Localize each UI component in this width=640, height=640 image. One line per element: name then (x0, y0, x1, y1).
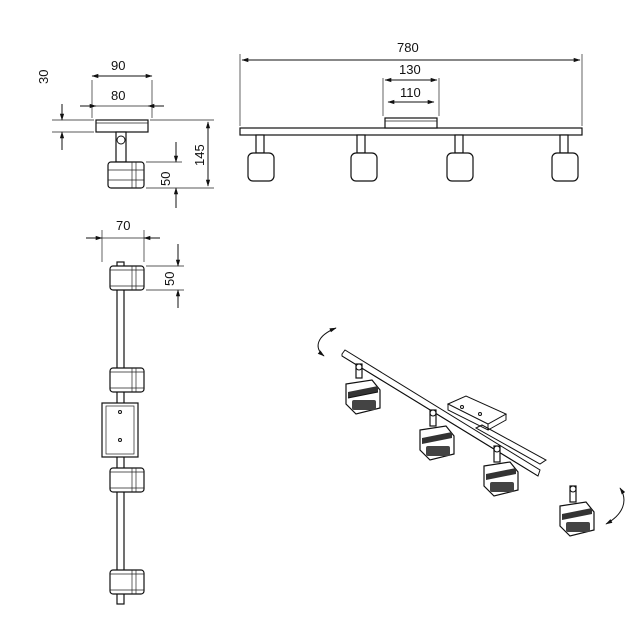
rotate-arrow-icon (317, 327, 337, 357)
side-view: 90 80 30 145 50 (36, 58, 214, 208)
top-canopy (101, 402, 139, 458)
top-spot (109, 569, 145, 595)
dim-side-canopy-inner: 80 (111, 88, 125, 103)
front-spot (247, 134, 275, 182)
top-spot (109, 367, 145, 393)
front-spot (446, 134, 474, 182)
dim-front-canopy-inner: 110 (400, 85, 421, 100)
iso-spot (345, 363, 381, 415)
iso-spot (419, 409, 455, 461)
side-canopy (95, 119, 149, 133)
dim-front-canopy-width: 130 (399, 62, 421, 77)
dim-side-canopy-height: 30 (36, 70, 51, 84)
front-bar (239, 127, 583, 136)
iso-spot (559, 485, 595, 537)
isometric-view (317, 327, 626, 537)
top-spot (109, 467, 145, 493)
side-spot-head (107, 161, 145, 189)
dim-side-total-height: 145 (192, 144, 207, 166)
top-spot (109, 265, 145, 291)
front-spot (350, 134, 378, 182)
dim-side-spot-height: 50 (158, 172, 173, 186)
front-canopy (384, 117, 438, 129)
iso-bar (341, 349, 541, 477)
iso-canopy (446, 395, 508, 425)
dim-top-width: 70 (116, 218, 130, 233)
front-spot (551, 134, 579, 182)
front-view: 780 130 110 (239, 40, 583, 182)
top-view: 70 50 (86, 218, 184, 605)
dim-side-canopy-width: 90 (111, 58, 125, 73)
dim-top-spacing: 50 (162, 272, 177, 286)
iso-spot (483, 445, 519, 497)
rotate-arrow-icon (605, 487, 626, 525)
dim-front-total-length: 780 (397, 40, 419, 55)
